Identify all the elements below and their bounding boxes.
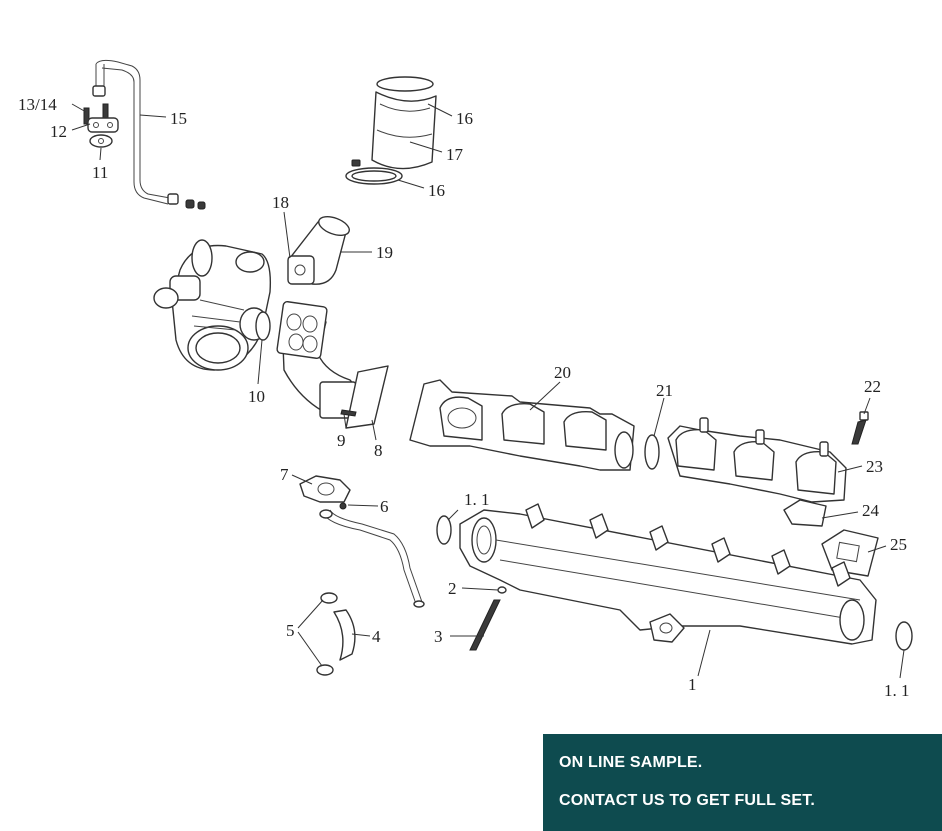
gasket-18 <box>287 255 315 285</box>
callout-19: 19 <box>376 243 393 262</box>
callout-7: 7 <box>280 465 289 484</box>
oil-pipe-15 <box>92 59 206 210</box>
callout-9: 9 <box>337 431 346 450</box>
callout-8: 8 <box>374 441 383 460</box>
plug-6 <box>339 502 347 510</box>
water-pipe-group-6-7 <box>299 475 425 608</box>
callout-1-1-left: 1. 1 <box>464 490 490 509</box>
callout-13-14: 13/14 <box>18 95 57 114</box>
callout-22: 22 <box>864 377 881 396</box>
callout-16-top: 16 <box>456 109 473 128</box>
callout-20: 20 <box>554 363 571 382</box>
callout-1: 1 <box>688 675 697 694</box>
callout-4: 4 <box>372 627 381 646</box>
banner-line-contact: CONTACT US TO GET FULL SET. <box>559 792 816 809</box>
pipe-fitting-top <box>92 85 106 97</box>
callout-18: 18 <box>272 193 289 212</box>
exhaust-manifold-1 <box>459 503 877 645</box>
seal-ring-21 <box>644 434 660 470</box>
clamp-16-top <box>376 76 434 92</box>
seal-ring-1-1-left <box>436 515 452 545</box>
stud-3 <box>469 599 501 651</box>
callout-24: 24 <box>862 501 880 520</box>
gasket-8 <box>345 365 389 429</box>
bolt-22 <box>851 411 869 445</box>
flange-7 <box>299 475 351 503</box>
hose-clamp-group-16-17 <box>345 76 437 185</box>
hose-4 <box>333 609 356 661</box>
manifold-section-23 <box>667 417 847 503</box>
callout-6: 6 <box>380 497 389 516</box>
hose-17 <box>371 91 437 170</box>
callout-12: 12 <box>50 122 67 141</box>
clamp-5-bottom <box>316 664 334 676</box>
banner-line-online-sample: ON LINE SAMPLE. <box>559 754 703 771</box>
callout-23: 23 <box>866 457 883 476</box>
stud-9 <box>340 409 357 417</box>
hose-group-4-5 <box>316 592 356 676</box>
washer-2 <box>497 586 507 594</box>
callout-1-1-right: 1. 1 <box>884 681 910 700</box>
gasket-25 <box>821 529 879 577</box>
callout-2: 2 <box>448 579 457 598</box>
bolt-13 <box>83 107 90 125</box>
elbow-group-18-19 <box>287 216 350 285</box>
exhaust-elbow-pipe <box>276 301 389 429</box>
callout-15: 15 <box>170 109 187 128</box>
callout-21: 21 <box>656 381 673 400</box>
sample-banner: ON LINE SAMPLE. CONTACT US TO GET FULL S… <box>543 734 942 831</box>
callout-5: 5 <box>286 621 295 640</box>
turbocharger <box>153 239 272 371</box>
callout-25: 25 <box>890 535 907 554</box>
callout-17: 17 <box>446 145 464 164</box>
leader-lines <box>71 103 905 679</box>
flange-12 <box>87 117 119 133</box>
manifold-section-20 <box>409 379 635 471</box>
gasket-11 <box>89 134 113 148</box>
gasket-24 <box>783 499 827 527</box>
callout-16-bottom: 16 <box>428 181 445 200</box>
callout-10: 10 <box>248 387 265 406</box>
clamp-5-top <box>320 592 338 604</box>
callout-3: 3 <box>434 627 443 646</box>
gasket-ring-10 <box>255 311 271 341</box>
pipe-fitting-bottom <box>167 193 179 205</box>
callout-labels: 13/14 12 11 15 16 17 16 18 19 10 9 8 20 … <box>18 95 910 700</box>
callout-11: 11 <box>92 163 108 182</box>
flange-group-11-14 <box>83 103 119 148</box>
seal-ring-1-1-right <box>895 621 913 651</box>
